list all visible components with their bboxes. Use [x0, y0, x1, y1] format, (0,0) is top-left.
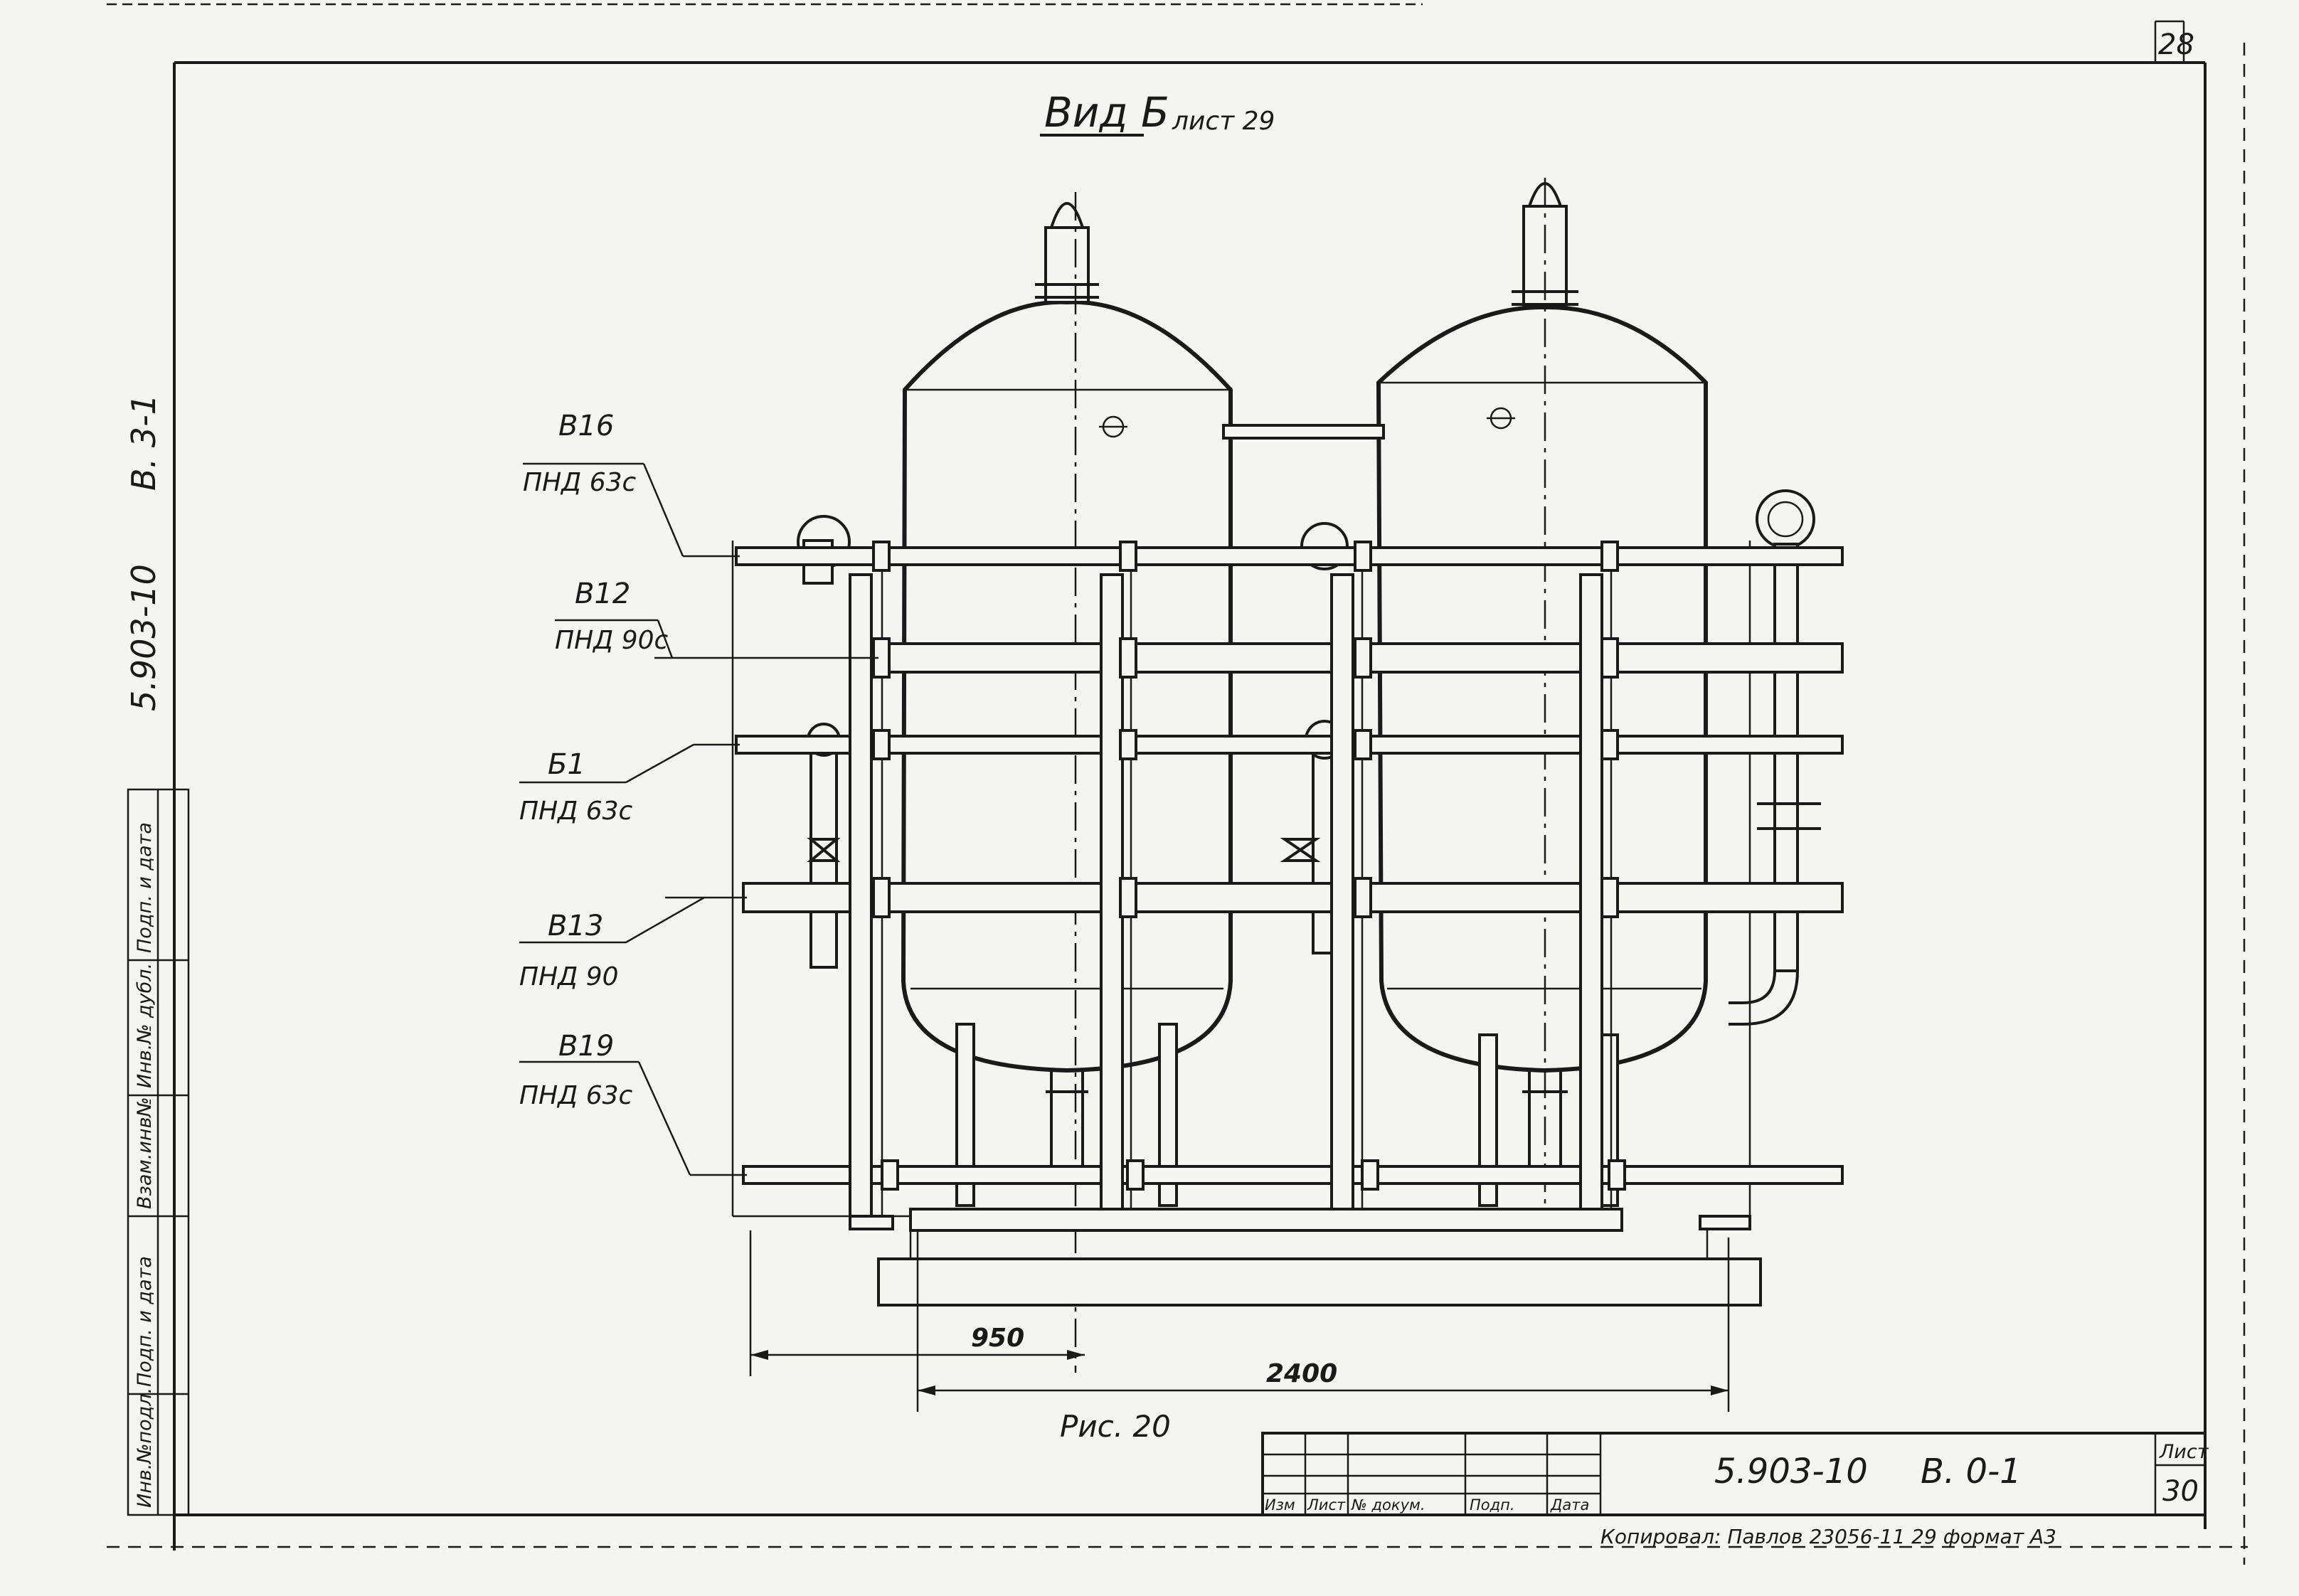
left-code-2: В. 3-1: [124, 394, 163, 491]
pipe-label-code: В13: [548, 910, 603, 942]
pipe-run-B1: [735, 735, 1844, 755]
filter-vessel-right: [1376, 182, 1708, 1207]
side-stamp-label-4: Инв.№ дубл.: [134, 963, 156, 1088]
pipe-run-B19: [742, 1165, 1844, 1185]
support-frame: [849, 541, 1626, 1225]
doc-code: 5.903-10: [1714, 1452, 1868, 1491]
title-col-list: Лист: [1307, 1496, 1346, 1513]
side-stamp-label-5: Подп. и дата: [134, 822, 156, 953]
pipe-label-code: Б1: [548, 748, 585, 781]
title-col-doc: № докум.: [1351, 1496, 1425, 1513]
side-stamp-label-1: Инв.№подл.: [134, 1388, 156, 1508]
left-code-1: 5.903-10: [124, 564, 163, 711]
top-corner-number: 28: [2158, 28, 2194, 61]
pipe-label-code: В16: [558, 410, 614, 442]
dimension-2400: 2400: [1266, 1359, 1337, 1388]
base-frame: [849, 1208, 1762, 1307]
sheet-number: 30: [2162, 1475, 2199, 1508]
pipe-label-spec: ПНД 90с: [555, 626, 669, 655]
pipe-run-B16: [735, 546, 1844, 566]
title-block: [1261, 1432, 2207, 1516]
side-stamp: [127, 788, 190, 1516]
centerlines: [1074, 178, 1546, 1373]
sheet-frame: [107, 3, 2248, 1565]
figure-caption: Рис. 20: [1060, 1409, 1171, 1444]
pipe-label-code: В19: [558, 1030, 614, 1063]
doc-section: В. 0-1: [1921, 1452, 2022, 1491]
sheet-label: Лист: [2159, 1441, 2209, 1463]
title-col-podp: Подп.: [1470, 1496, 1515, 1513]
filter-vessel-left: [901, 202, 1233, 1207]
side-stamp-label-3: Взам.инв№: [134, 1097, 156, 1209]
pipe-run-B13: [742, 882, 1844, 913]
title-col-data: Дата: [1550, 1496, 1589, 1513]
pipe-label-spec: ПНД 90: [519, 962, 619, 991]
pipe-label-code: В12: [575, 578, 630, 610]
dimension-950: 950: [971, 1324, 1024, 1353]
dimension-lines: [749, 1230, 1730, 1412]
pipe-label-spec: ПНД 63с: [519, 1081, 633, 1110]
vessel-connector: [1222, 424, 1385, 440]
pipe-label-spec: ПНД 63с: [523, 468, 637, 497]
side-stamp-label-2: Подп. и дата: [134, 1256, 156, 1387]
label-leaders: [519, 462, 878, 1176]
pipe-label-spec: ПНД 63с: [519, 797, 633, 826]
view-title: Вид Б: [1044, 88, 1169, 137]
title-col-izm: Изм: [1265, 1496, 1295, 1513]
view-sheet-ref: лист 29: [1172, 107, 1275, 136]
copy-line: Копировал: Павлов 23056-11 29 формат А3: [1600, 1525, 2056, 1548]
